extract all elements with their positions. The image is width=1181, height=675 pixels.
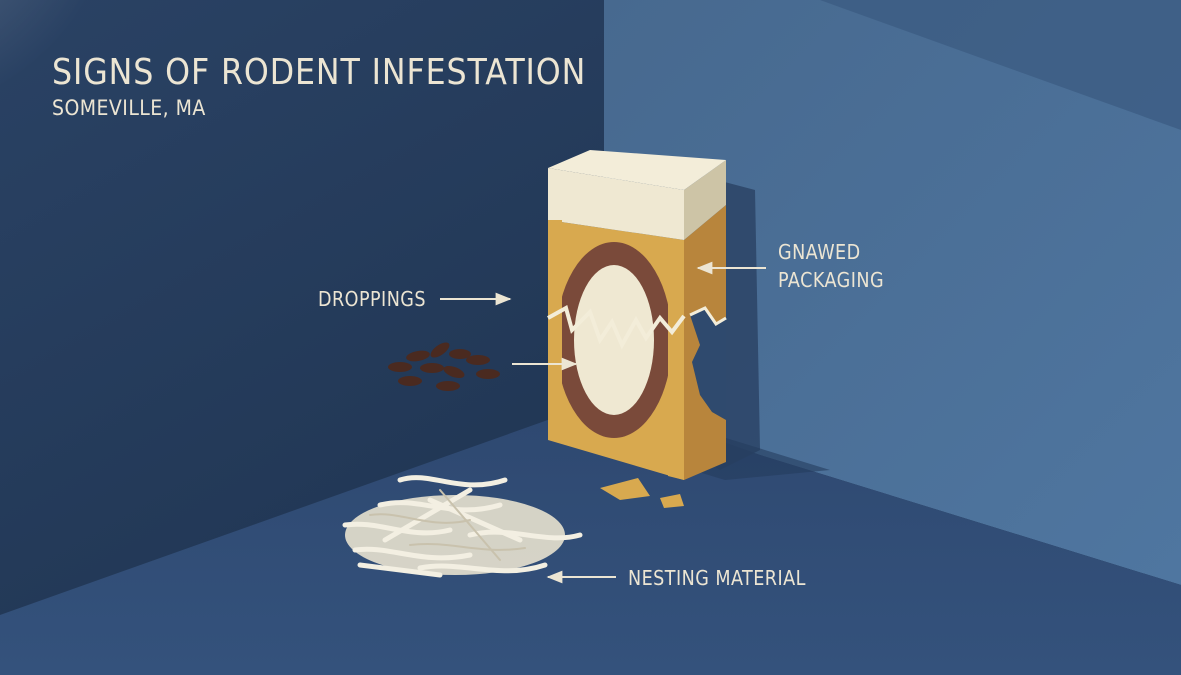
page-title: SIGNS OF RODENT INFESTATION <box>52 52 587 93</box>
dropping <box>388 362 412 372</box>
corner-glow <box>0 0 120 120</box>
box-right-edge <box>668 240 684 480</box>
label-gnawed-line2: PACKAGING <box>778 268 885 292</box>
box-left-edge <box>548 220 562 440</box>
floor <box>0 400 1181 675</box>
dropping <box>430 342 450 358</box>
dropping <box>476 369 500 379</box>
packaging-scraps <box>600 478 684 508</box>
scrap <box>660 494 684 508</box>
box-top-band-side <box>684 160 726 240</box>
nest-strand-shade <box>409 543 526 551</box>
nest-strand-shade <box>439 489 501 561</box>
dropping <box>449 349 471 359</box>
droppings-pile <box>388 342 500 391</box>
nest-strand-shade <box>369 513 471 524</box>
box-top <box>548 150 726 190</box>
nesting-material-pile <box>342 475 583 578</box>
scrap <box>600 478 650 500</box>
nest-strand <box>357 562 443 578</box>
label-nesting-material: NESTING MATERIAL <box>628 566 806 590</box>
nest-strand <box>397 475 508 488</box>
nest-strand <box>417 562 548 574</box>
dropping <box>398 376 422 386</box>
ceiling-shadow <box>820 0 1181 130</box>
label-gnawed-line1: GNAWED <box>778 240 861 264</box>
box-ring-inner <box>574 265 654 415</box>
page-subtitle: SOMEVILLE, MA <box>52 96 206 120</box>
nest-strand <box>382 487 473 543</box>
label-droppings: DROPPINGS <box>318 287 426 311</box>
dropping <box>406 350 430 362</box>
nest-strand <box>377 500 503 513</box>
nest-strand <box>467 529 583 541</box>
dropping <box>466 355 490 365</box>
dropping <box>436 381 460 391</box>
gnawed-hole <box>690 308 726 420</box>
label-gnawed-packaging: GNAWED PACKAGING <box>778 238 884 294</box>
nest-strand <box>342 521 453 536</box>
front-tear <box>547 305 686 350</box>
gnawed-cereal-box <box>547 150 727 480</box>
dropping <box>420 363 444 373</box>
gnawed-hole-edge <box>689 306 727 327</box>
dropping <box>443 365 465 379</box>
callout-arrows <box>440 261 766 584</box>
nest-strand <box>352 546 473 561</box>
box-top-band <box>548 168 684 240</box>
